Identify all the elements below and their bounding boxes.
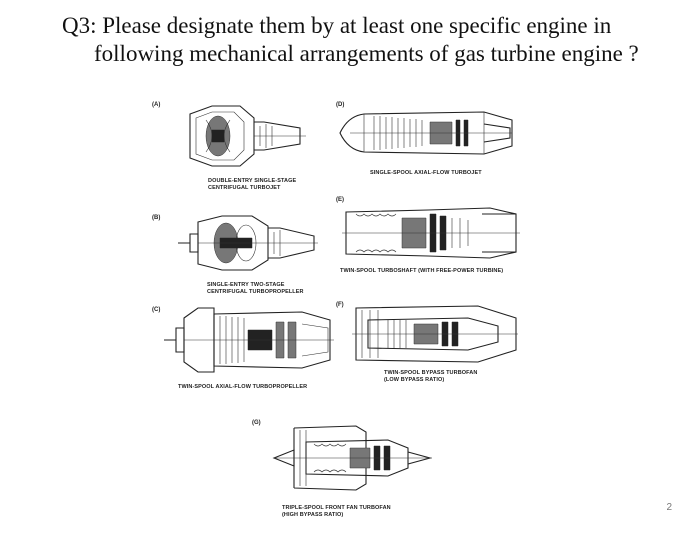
panel-c-caption: TWIN-SPOOL AXIAL-FLOW TURBOPROPELLER (178, 384, 308, 390)
panel-c-engine-drawing (164, 307, 334, 373)
panel-f-caption-line-2: (LOW BYPASS RATIO) (384, 377, 445, 383)
panel-e-caption: TWIN-SPOOL TURBOSHAFT (WITH FREE-POWER T… (340, 268, 504, 274)
panel-a-caption-line-1: DOUBLE-ENTRY SINGLE-STAGE (208, 178, 297, 184)
panel-b-caption-line-2: CENTRIFUGAL TURBOPROPELLER (207, 289, 304, 295)
question-text: Q3: Please designate them by at least on… (62, 12, 692, 68)
panel-d-letter: (D) (336, 102, 345, 108)
panel-b-caption-line-1: SINGLE-ENTRY TWO-STAGE (207, 282, 285, 288)
panel-a-letter: (A) (152, 102, 161, 108)
panel-a-engine-drawing (189, 105, 306, 167)
panel-b-engine-drawing (178, 215, 318, 271)
panel-c-letter: (C) (152, 307, 161, 313)
question-line-1: Q3: Please designate them by at least on… (62, 13, 612, 38)
panel-g-letter: (G) (252, 420, 261, 426)
panel-d-caption: SINGLE-SPOOL AXIAL-FLOW TURBOJET (370, 170, 482, 176)
panel-d-engine-drawing (339, 111, 513, 155)
panel-a-caption-line-2: CENTRIFUGAL TURBOJET (208, 185, 281, 191)
panel-e-engine-drawing (342, 207, 520, 259)
panel-g-caption-line-2: (HIGH BYPASS RATIO) (282, 512, 344, 518)
panel-g-caption-line-1: TRIPLE-SPOOL FRONT FAN TURBOFAN (282, 505, 391, 511)
page-number: 2 (666, 502, 672, 513)
panel-f-caption-line-1: TWIN-SPOOL BYPASS TURBOFAN (384, 370, 478, 376)
panel-f-engine-drawing (352, 305, 518, 363)
panel-b-letter: (B) (152, 215, 161, 221)
panel-f-letter: (F) (336, 302, 344, 308)
question-line-2: following mechanical arrangements of gas… (94, 41, 639, 66)
panel-g-engine-drawing (272, 425, 433, 491)
panel-e-letter: (E) (336, 197, 344, 203)
